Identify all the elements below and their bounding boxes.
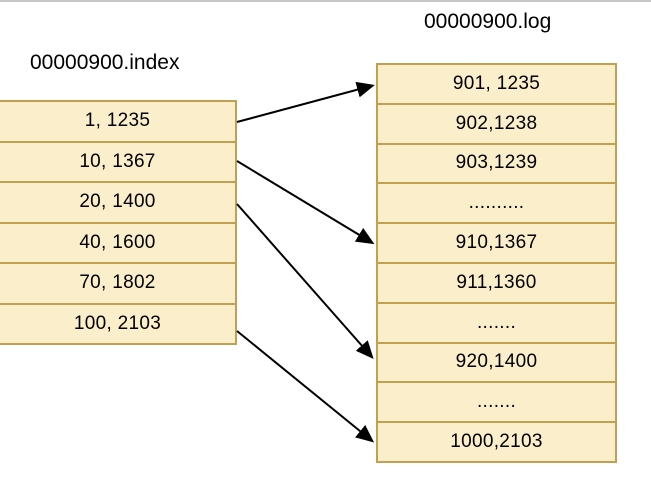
index-row: 100, 2103 xyxy=(0,302,235,344)
log-row: 903,1239 xyxy=(378,142,615,183)
index-row: 70, 1802 xyxy=(0,262,235,303)
arrow-100-2103-to-1000-2103 xyxy=(236,330,375,443)
log-row: 901, 1235 xyxy=(452,72,541,94)
log-row-ellipsis: ....... xyxy=(378,381,615,421)
arrow-10-1367-to-910-1367 xyxy=(236,160,375,245)
index-file-table: 1, 1235 10, 1367 20, 1400 40, 1600 70, 1… xyxy=(0,100,237,345)
log-row-ellipsis: ....... xyxy=(378,301,615,342)
window-top-edge-line xyxy=(0,0,651,2)
index-row: 10, 1367 xyxy=(0,140,235,182)
arrow-1-1235-to-901-1235 xyxy=(236,81,375,123)
log-file-title: 00000900.log xyxy=(424,10,552,33)
index-file-title: 00000900.index xyxy=(30,51,180,74)
index-row: 20, 1400 xyxy=(0,181,235,222)
index-row: 1, 1235 xyxy=(84,110,151,132)
log-row: 1000,2103 xyxy=(378,421,615,461)
log-row: 902,1238 xyxy=(378,102,615,143)
log-row: 911,1360 xyxy=(378,261,615,302)
log-file-table: 901, 1235 902,1238 903,1239 .......... 9… xyxy=(376,63,617,463)
log-row: 910,1367 xyxy=(378,222,615,262)
log-row-ellipsis: .......... xyxy=(378,182,615,222)
log-row: 920,1400 xyxy=(378,341,615,382)
arrow-20-1400-to-920-1400 xyxy=(236,203,374,360)
index-row: 40, 1600 xyxy=(0,221,235,263)
